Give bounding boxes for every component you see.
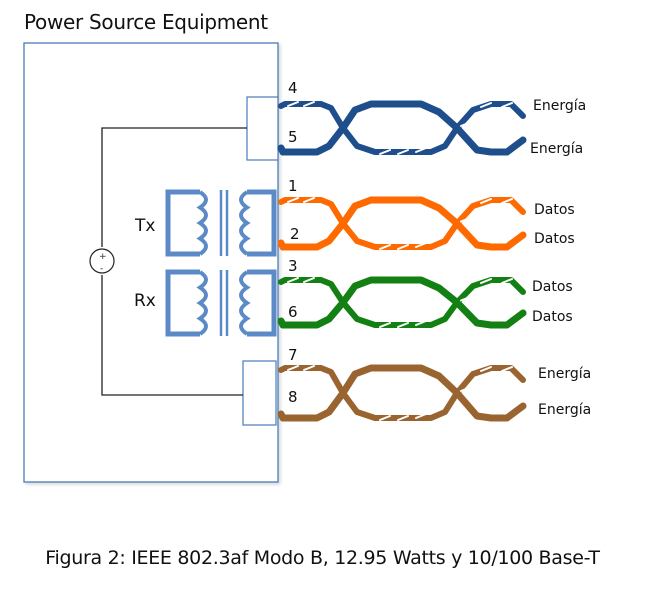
secondary-winding-frame bbox=[247, 189, 277, 257]
primary-winding-frame bbox=[165, 269, 200, 337]
pin-2: 2 bbox=[290, 225, 300, 243]
primary-coil bbox=[196, 190, 208, 256]
stripe-mark bbox=[379, 322, 391, 328]
primary-winding-frame bbox=[165, 189, 200, 257]
striped-strand bbox=[278, 365, 526, 421]
tx-label: Tx bbox=[134, 216, 155, 236]
stripe-mark bbox=[460, 295, 472, 302]
stripe-mark bbox=[415, 320, 427, 326]
stripe-mark bbox=[480, 102, 492, 108]
stripe-mark bbox=[460, 386, 472, 392]
transformer-tx-icon bbox=[165, 189, 277, 257]
rx-label: Rx bbox=[134, 291, 156, 311]
stripe-mark bbox=[303, 197, 315, 203]
center-tap-box-top bbox=[246, 96, 279, 161]
stripe-mark bbox=[415, 147, 427, 153]
secondary-coil bbox=[239, 270, 251, 336]
stripe-mark bbox=[287, 197, 299, 203]
pair-label-5: Energía bbox=[530, 141, 583, 157]
striped-strand bbox=[278, 101, 526, 155]
figure-caption: Figura 2: IEEE 802.3af Modo B, 12.95 Wat… bbox=[45, 547, 600, 569]
stripe-mark bbox=[501, 102, 513, 108]
stripe-mark bbox=[303, 365, 315, 371]
twisted-pair-7-8 bbox=[277, 364, 527, 422]
pair-label-2: Datos bbox=[534, 231, 575, 247]
center-tap-box-bottom bbox=[242, 360, 277, 426]
pair-label-6: Datos bbox=[532, 309, 573, 325]
solid-strand bbox=[277, 196, 527, 251]
power-wire-top bbox=[101, 127, 247, 247]
stripe-mark bbox=[480, 366, 492, 372]
pin-1: 1 bbox=[288, 177, 298, 195]
pin-6: 6 bbox=[288, 303, 298, 321]
secondary-coil bbox=[239, 190, 251, 256]
stripe-mark bbox=[379, 415, 391, 421]
pin-4: 4 bbox=[288, 79, 298, 97]
pair-label-1: Datos bbox=[534, 202, 575, 218]
stripe-mark bbox=[287, 277, 299, 283]
pair-label-4: Energía bbox=[533, 98, 586, 114]
pin-8: 8 bbox=[288, 388, 298, 406]
stripe-mark bbox=[501, 366, 513, 372]
power-wire-bottom bbox=[101, 275, 243, 396]
stripe-mark bbox=[460, 216, 472, 223]
secondary-winding-frame bbox=[247, 269, 277, 337]
dc-source-icon: + - bbox=[89, 248, 115, 274]
twisted-pair-1-2 bbox=[277, 196, 527, 251]
solid-strand bbox=[277, 276, 527, 329]
stripe-mark bbox=[397, 415, 409, 421]
pair-label-8: Energía bbox=[538, 402, 591, 418]
stripe-mark bbox=[501, 198, 513, 204]
stripe-mark bbox=[415, 413, 427, 419]
stripe-mark bbox=[397, 244, 409, 250]
stripe-mark bbox=[397, 149, 409, 155]
stripe-mark bbox=[379, 149, 391, 155]
stripe-mark bbox=[287, 101, 299, 107]
primary-coil bbox=[196, 270, 208, 336]
pin-7: 7 bbox=[288, 346, 298, 364]
stripe-mark bbox=[379, 244, 391, 250]
plus-sign: + bbox=[99, 252, 107, 262]
stripe-mark bbox=[480, 198, 492, 204]
twisted-pair-4-5 bbox=[277, 100, 527, 156]
stripe-mark bbox=[287, 365, 299, 371]
solid-strand bbox=[277, 100, 527, 156]
diagram-title: Power Source Equipment bbox=[24, 10, 268, 34]
minus-sign: - bbox=[100, 264, 103, 274]
striped-strand bbox=[278, 197, 526, 250]
pair-label-7: Energía bbox=[538, 366, 591, 382]
stripe-mark bbox=[303, 101, 315, 107]
pin-3: 3 bbox=[288, 257, 298, 275]
stripe-mark bbox=[480, 278, 492, 284]
stripe-mark bbox=[460, 121, 472, 127]
pin-5: 5 bbox=[288, 128, 298, 146]
stripe-mark bbox=[397, 322, 409, 328]
transformer-rx-icon bbox=[165, 269, 277, 337]
twisted-pair-3-6 bbox=[277, 276, 527, 329]
striped-strand bbox=[278, 277, 526, 328]
solid-strand bbox=[277, 364, 527, 422]
stripe-mark bbox=[415, 242, 427, 248]
pse-box bbox=[23, 42, 279, 483]
stripe-mark bbox=[501, 278, 513, 284]
pair-label-3: Datos bbox=[532, 279, 573, 295]
stripe-mark bbox=[303, 277, 315, 283]
